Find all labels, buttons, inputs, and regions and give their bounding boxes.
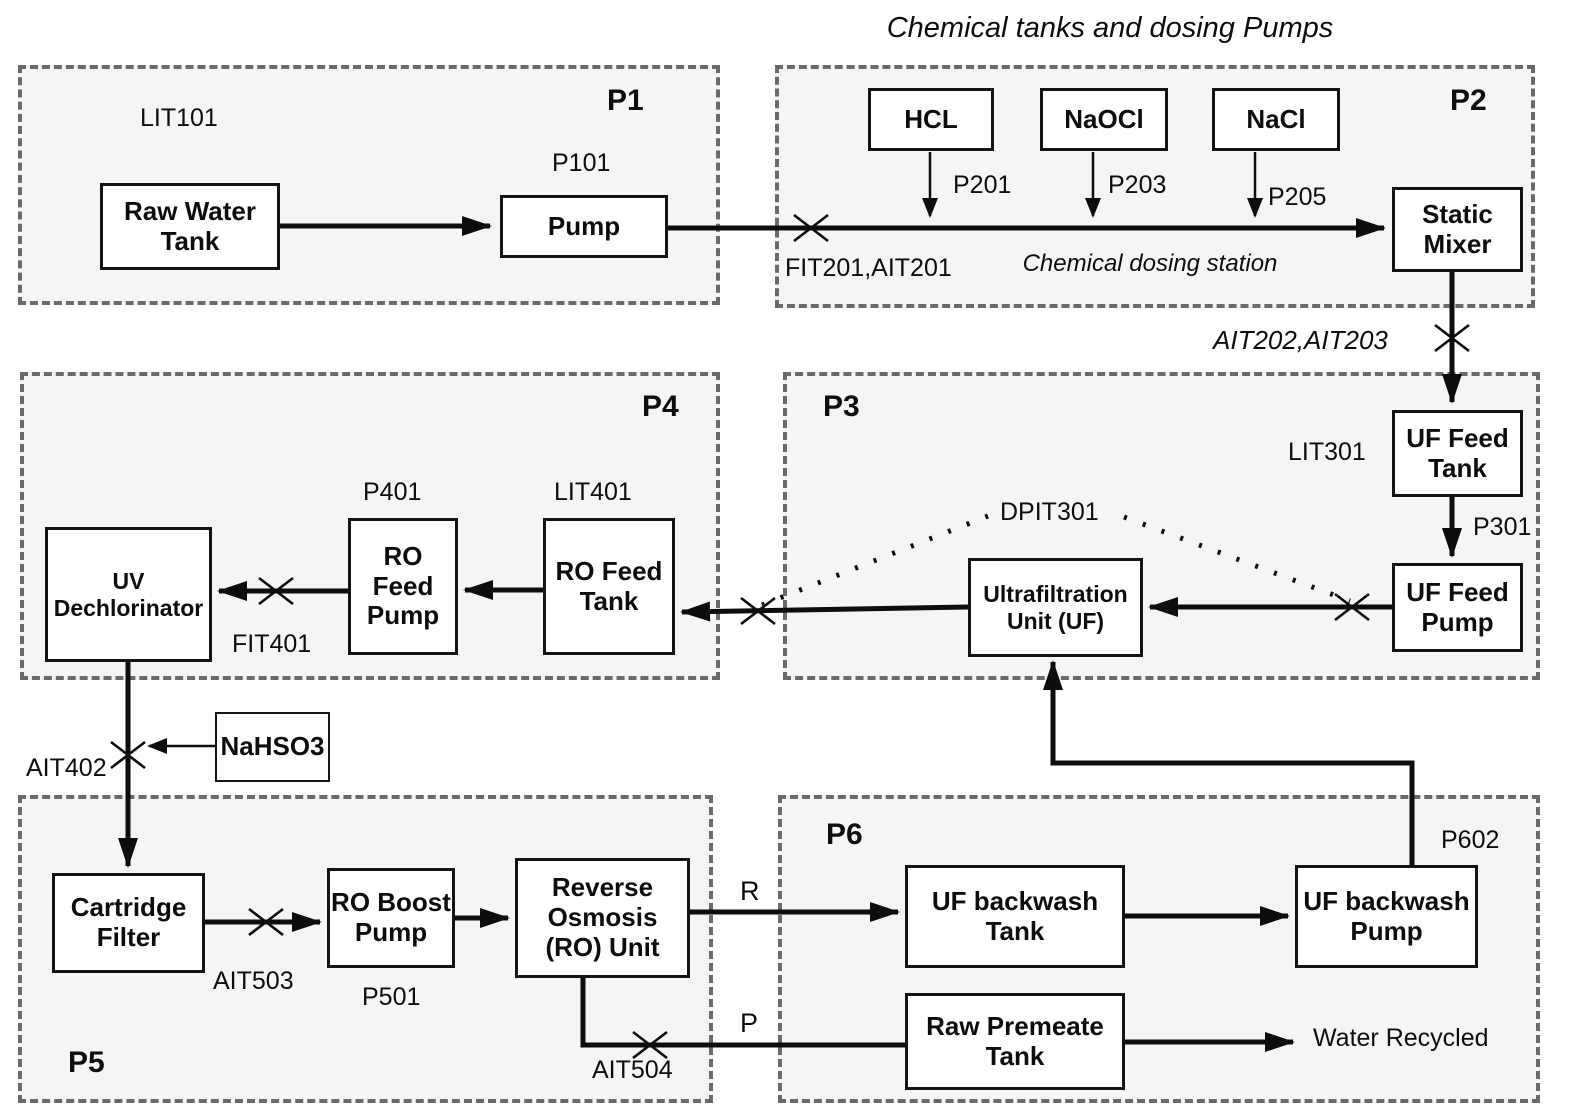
dosing-lines — [147, 152, 1263, 754]
label-p501: P501 — [362, 983, 421, 1011]
label-p203: P203 — [1108, 171, 1167, 199]
valve-x-icons — [110, 213, 1470, 1060]
valve-x-icon — [1334, 592, 1370, 622]
valve-x-icon — [1434, 323, 1470, 353]
label-lit101: LIT101 — [140, 104, 218, 132]
valve-x-icon — [248, 907, 284, 937]
label-p201: P201 — [953, 171, 1012, 199]
label-ait503: AIT503 — [213, 967, 294, 995]
label-p602: P602 — [1441, 826, 1500, 854]
label-ait402: AIT402 — [26, 754, 107, 782]
valve-x-icon — [632, 1030, 668, 1060]
label-lit301: LIT301 — [1288, 438, 1366, 466]
node-static-mixer: Static Mixer — [1392, 187, 1523, 272]
label-p101: P101 — [552, 149, 611, 177]
node-nacl-tank: NaCl — [1212, 88, 1340, 151]
node-uv-dechlorinator: UV Dechlorinator — [45, 527, 212, 662]
node-reverse-osmosis-unit: Reverse Osmosis (RO) Unit — [515, 858, 690, 978]
valve-x-icon — [740, 596, 776, 626]
label-p205: P205 — [1268, 183, 1327, 211]
node-ro-feed-pump: RO Feed Pump — [348, 518, 458, 655]
label-p401: P401 — [363, 478, 422, 506]
node-nahso3-tank: NaHSO3 — [215, 712, 330, 782]
stage-label-p3: P3 — [823, 390, 860, 423]
diagram-title: Chemical tanks and dosing Pumps — [886, 12, 1334, 44]
stage-label-p6: P6 — [826, 818, 863, 851]
valve-x-icon — [110, 740, 146, 770]
label-fit401: FIT401 — [232, 630, 312, 658]
valve-x-icon — [793, 213, 829, 243]
node-ro-feed-tank: RO Feed Tank — [543, 518, 675, 655]
label-p301: P301 — [1473, 513, 1532, 541]
stage-label-p2: P2 — [1450, 84, 1487, 117]
label-ait202-ait203: AIT202,AIT203 — [1213, 325, 1388, 355]
label-chemical-dosing-station: Chemical dosing station — [1022, 250, 1278, 277]
label-lit401: LIT401 — [554, 478, 632, 506]
node-hcl-tank: HCL — [868, 88, 994, 151]
node-ultrafiltration-unit: Ultrafiltration Unit (UF) — [968, 558, 1143, 657]
stage-label-p5: P5 — [68, 1046, 105, 1079]
stage-label-p1: P1 — [607, 84, 644, 117]
valve-x-icon — [258, 576, 294, 606]
node-uf-backwash-pump: UF backwash Pump — [1295, 865, 1478, 968]
node-raw-premeate-tank: Raw Premeate Tank — [905, 993, 1125, 1090]
node-ro-boost-pump: RO Boost Pump — [327, 868, 455, 968]
node-uf-feed-tank: UF Feed Tank — [1392, 410, 1523, 497]
node-uf-feed-pump: UF Feed Pump — [1392, 563, 1523, 652]
label-water-recycled: Water Recycled — [1313, 1024, 1489, 1052]
dpit301-signal-lines — [761, 513, 1351, 608]
label-stream-p: P — [740, 1008, 759, 1038]
node-pump: Pump — [500, 195, 668, 258]
node-raw-water-tank: Raw Water Tank — [100, 183, 280, 270]
stage-label-p4: P4 — [642, 390, 679, 423]
node-uf-backwash-tank: UF backwash Tank — [905, 865, 1125, 968]
node-naocl-tank: NaOCl — [1040, 88, 1168, 151]
node-cartridge-filter: Cartridge Filter — [52, 873, 205, 973]
label-stream-r: R — [740, 876, 760, 906]
label-dpit301: DPIT301 — [1000, 498, 1099, 526]
label-ait504: AIT504 — [592, 1056, 673, 1084]
label-fit201-ait201: FIT201,AIT201 — [785, 254, 952, 282]
